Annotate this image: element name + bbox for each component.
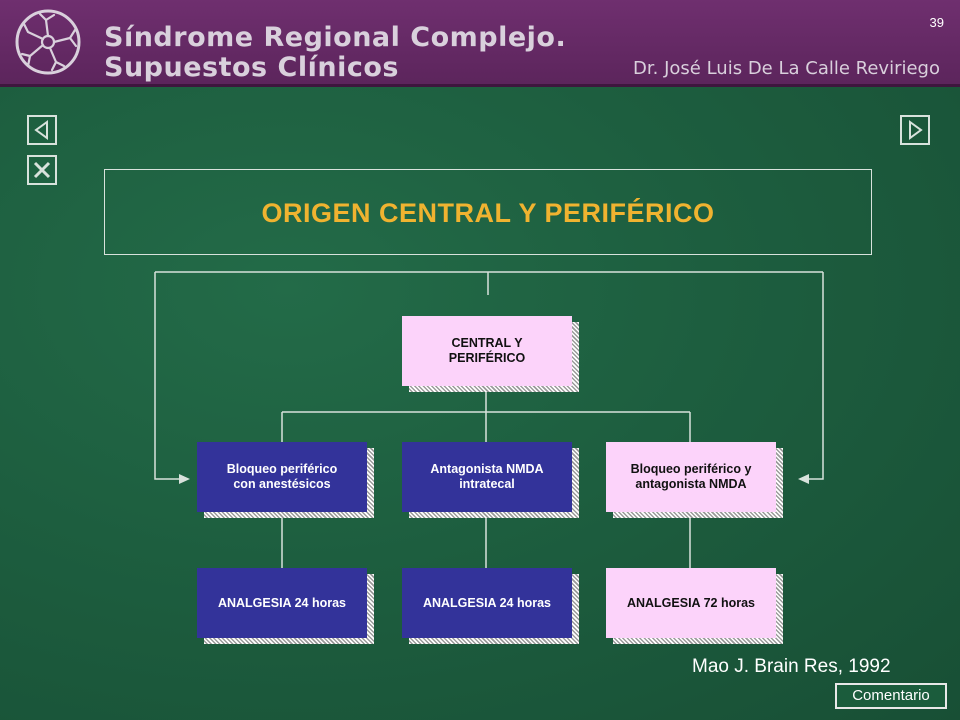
close-icon[interactable] bbox=[27, 155, 57, 185]
treatment-node-3: Bloqueo periférico y antagonista NMDA bbox=[606, 442, 776, 512]
next-arrow-icon[interactable] bbox=[900, 115, 930, 145]
outcome-node-1: ANALGESIA 24 horas bbox=[197, 568, 367, 638]
treatment-label-2: Antagonista NMDA intratecal bbox=[430, 462, 544, 491]
presentation-title: Síndrome Regional Complejo. bbox=[104, 22, 567, 53]
diagram-title: ORIGEN CENTRAL Y PERIFÉRICO bbox=[261, 198, 715, 228]
slide-header: Síndrome Regional Complejo. Supuestos Cl… bbox=[0, 0, 960, 87]
logo-icon bbox=[15, 9, 81, 75]
outcome-label-3: ANALGESIA 72 horas bbox=[626, 595, 756, 610]
comment-button[interactable]: Comentario bbox=[835, 683, 947, 709]
arrow-right-icon bbox=[798, 474, 809, 484]
presentation-subtitle: Supuestos Clínicos bbox=[104, 52, 399, 83]
arrow-left-icon bbox=[179, 474, 190, 484]
prev-arrow-icon[interactable] bbox=[27, 115, 57, 145]
outcome-node-3: ANALGESIA 72 horas bbox=[606, 568, 776, 638]
tree-branch-line bbox=[281, 392, 691, 442]
treatment-label-1: Bloqueo periférico con anestésicos bbox=[226, 462, 338, 491]
outcome-line bbox=[281, 516, 691, 568]
author-name: Dr. José Luis De La Calle Reviriego bbox=[633, 58, 940, 79]
treatment-node-1: Bloqueo periférico con anestésicos bbox=[197, 442, 367, 512]
root-node-label: CENTRAL Y PERIFÉRICO bbox=[448, 336, 526, 365]
citation-text: Mao J. Brain Res, 1992 bbox=[692, 656, 891, 677]
treatment-node-2: Antagonista NMDA intratecal bbox=[402, 442, 572, 512]
outer-bracket-line bbox=[154, 271, 824, 480]
treatment-label-3: Bloqueo periférico y antagonista NMDA bbox=[630, 462, 752, 491]
page-number: 39 bbox=[929, 15, 944, 30]
outcome-label-1: ANALGESIA 24 horas bbox=[217, 595, 347, 610]
diagram-title-box: ORIGEN CENTRAL Y PERIFÉRICO bbox=[104, 169, 872, 255]
outcome-label-2: ANALGESIA 24 horas bbox=[422, 595, 552, 610]
outcome-node-2: ANALGESIA 24 horas bbox=[402, 568, 572, 638]
root-node: CENTRAL Y PERIFÉRICO bbox=[402, 316, 572, 386]
